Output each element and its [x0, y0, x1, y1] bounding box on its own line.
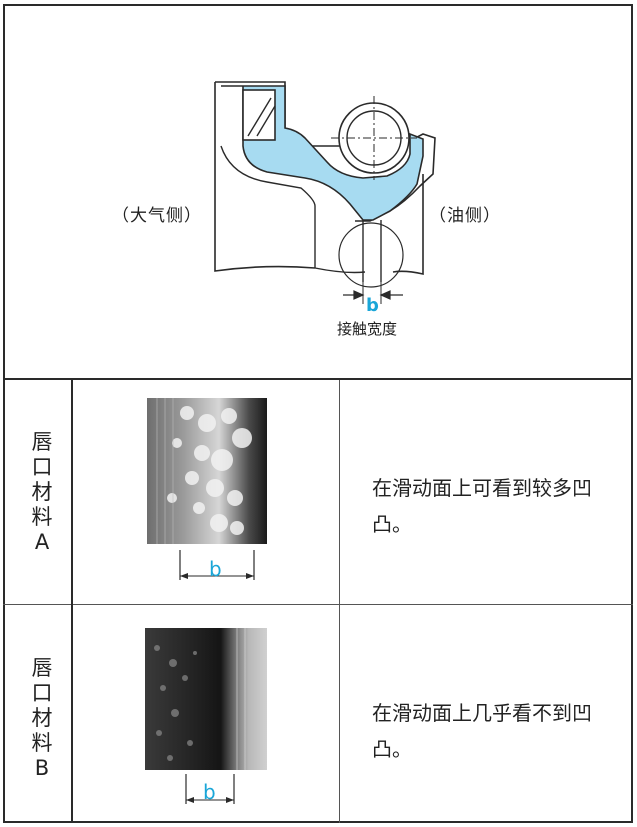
material-b-description: 在滑动面上几乎看不到凹凸。	[372, 701, 592, 761]
material-a-description: 在滑动面上可看到较多凹凸。	[372, 476, 592, 536]
lip-material-a-label: 唇 口 材 料 A	[31, 430, 53, 554]
b-symbol-b: b	[203, 780, 216, 804]
micrograph-material-b	[145, 628, 267, 770]
label-column-divider	[71, 380, 73, 823]
oil-side-label: （油侧）	[429, 206, 501, 226]
b-symbol: b	[366, 295, 379, 316]
contact-zone-circle	[338, 222, 404, 288]
micrograph-material-a	[147, 398, 267, 544]
lip-material-b-label: 唇 口 材 料 B	[31, 656, 53, 780]
scale-bar-b	[185, 774, 235, 804]
housing-left-body	[214, 82, 316, 272]
image-column-divider	[339, 380, 340, 823]
contact-width-label: 接触宽度	[337, 320, 398, 338]
row-divider-top	[3, 378, 633, 380]
oil-seal-lip-diagram	[214, 81, 436, 304]
housing-right-body	[392, 174, 424, 275]
table-frame	[3, 4, 633, 823]
b-symbol-a: b	[209, 557, 222, 581]
scale-bar-a	[179, 550, 255, 580]
row-divider-middle	[3, 604, 633, 605]
atmosphere-side-label: （大气侧）	[112, 206, 202, 226]
contact-width-dimension	[343, 290, 403, 300]
